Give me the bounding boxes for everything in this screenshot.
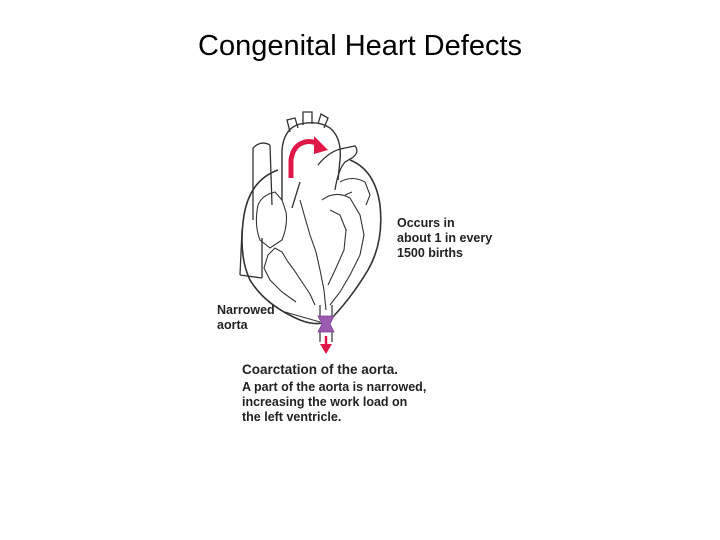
occurrence-note: Occurs in about 1 in every 1500 births (397, 216, 492, 261)
vena-cava (253, 143, 272, 220)
left-atrium-wall (340, 179, 370, 206)
left-ventricle-wall (322, 194, 364, 305)
aortic-branches (287, 112, 328, 132)
slide-title: Congenital Heart Defects (0, 30, 720, 63)
caption-title: Coarctation of the aorta. (242, 362, 398, 377)
narrowed-aorta-label: Narrowed aorta (217, 303, 275, 333)
flow-arrow-down-head (320, 344, 332, 354)
right-ventricle-wall (264, 248, 315, 305)
septum (300, 200, 326, 310)
caption-body: A part of the aorta is narrowed, increas… (242, 380, 426, 425)
flow-arrow-arch-head (314, 136, 328, 154)
